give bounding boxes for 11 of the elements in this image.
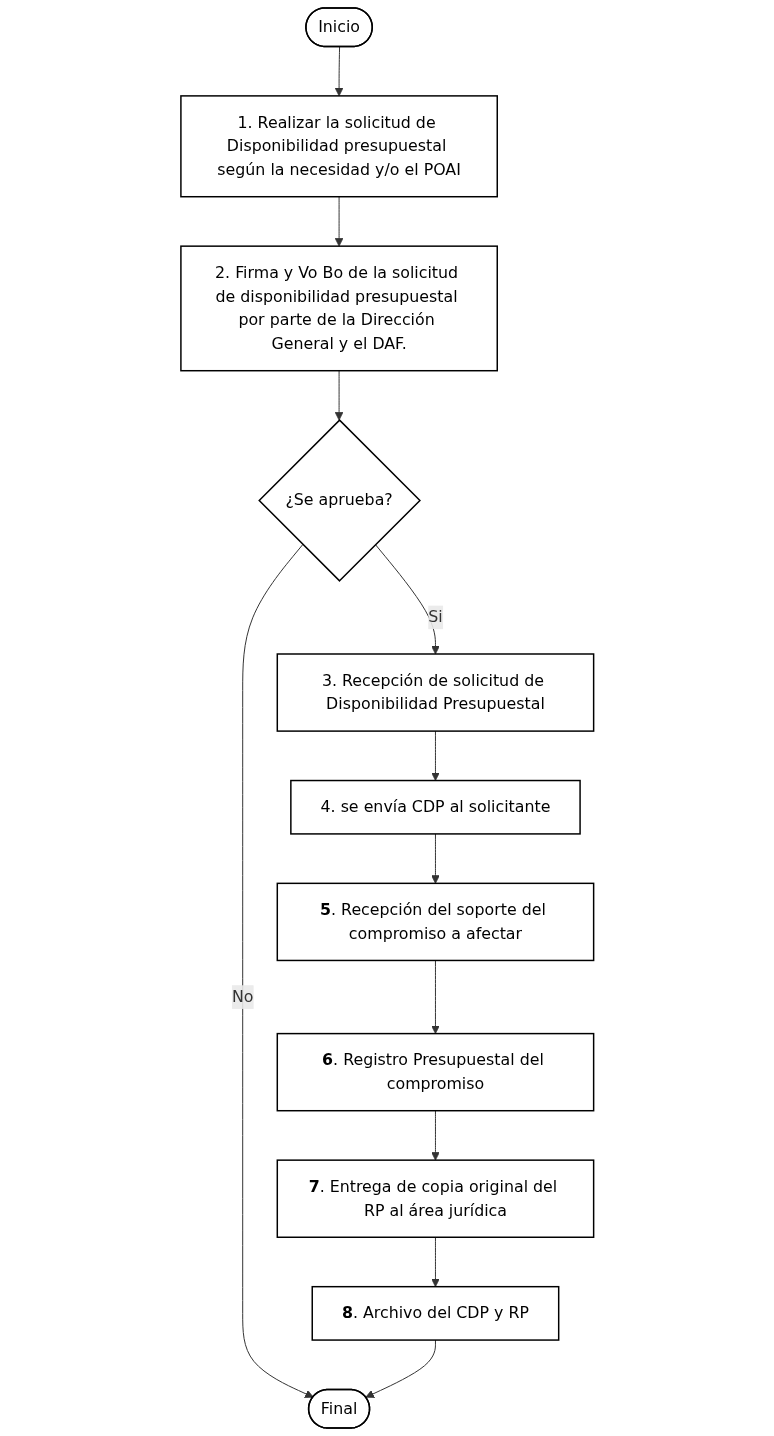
node-box: 3. Recepción de solicitud de Disponibilidad Presupuestal <box>276 653 595 732</box>
node-box: 8. Archivo del CDP y RP <box>311 1285 560 1341</box>
node-box: 7. Entrega de copia original del RP al área jurídica <box>276 1159 595 1238</box>
node-diamond: ¿Se aprueba? <box>257 419 421 582</box>
node-box: 2. Firma y Vo Bo de la solicitud de disponibilidad presupuestal por parte de la Dirección General y el DAF. <box>179 245 498 372</box>
node-box: 6. Registro Presupuestal del compromiso <box>276 1032 595 1112</box>
node-box: 5. Recepción del soporte del compromiso a afectar <box>276 882 595 962</box>
node-box: 1. Realizar la solicitud de Disponibilidad presupuestal según la necesidad y/o el POAI <box>179 95 498 198</box>
edge-label: Si <box>427 607 443 627</box>
edge-label: No <box>231 987 254 1006</box>
node-box: 4. se envía CDP al solicitante <box>289 779 581 835</box>
